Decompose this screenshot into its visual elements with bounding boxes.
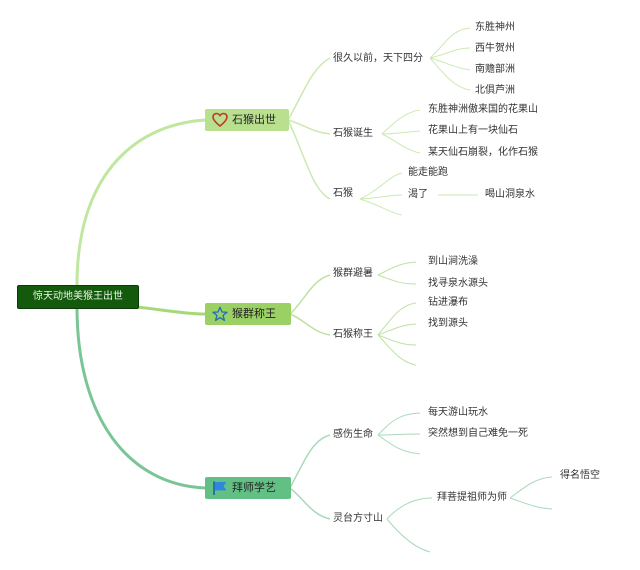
link-b3s1-l1: [377, 412, 421, 436]
branch-houqun-chengwang[interactable]: 猴群称王: [205, 303, 291, 325]
leaf-zhaoxun-yuantou[interactable]: 找寻泉水源头: [428, 278, 488, 289]
leaf-kele[interactable]: 渴了: [408, 189, 428, 200]
link-b3-gc2: [509, 497, 553, 510]
root-topic[interactable]: 惊天动地美猴王出世: [17, 285, 139, 309]
link-s3-l2: [359, 194, 403, 200]
link-b2s2-l1: [377, 302, 417, 336]
link-root-branch1: [75, 118, 206, 286]
link-s3-l1: [359, 172, 403, 200]
link-s1-l1: [429, 27, 471, 59]
link-b2s2-l4: [377, 334, 417, 366]
link-b1-sub1: [287, 57, 331, 121]
link-s2-l2: [381, 130, 421, 135]
link-b2-sub1: [289, 274, 331, 315]
link-b1-sub3: [287, 119, 331, 200]
link-b3-gc1: [509, 476, 553, 499]
subtopic-houqun-bishu[interactable]: 猴群避暑: [333, 268, 373, 279]
subtopic-shihou-chengwang[interactable]: 石猴称王: [333, 329, 373, 340]
leaf-xiniu[interactable]: 西牛贺州: [475, 43, 515, 54]
link-s2-l3: [381, 133, 421, 154]
link-b2s2-l2: [377, 323, 417, 336]
leaf-zuanjin-pubu[interactable]: 钻进瀑布: [428, 297, 468, 308]
leaf-xianshi[interactable]: 花果山上有一块仙石: [428, 125, 518, 136]
subtopic-shihou[interactable]: 石猴: [333, 188, 353, 199]
link-b2s1-l2: [377, 274, 417, 285]
link-s3-l3: [359, 198, 403, 216]
link-b3s1-l2: [377, 433, 421, 436]
leaf-bai-puti-zushi[interactable]: 拜菩提祖师为师: [437, 492, 507, 503]
link-s1-l2: [429, 47, 471, 59]
leaf-daoshanjian[interactable]: 到山涧洗澡: [428, 256, 478, 267]
link-s1-l4: [429, 57, 471, 91]
link-b2s1-l1: [377, 261, 417, 276]
link-s1-l3: [429, 57, 471, 71]
leaf-benglie[interactable]: 某天仙石崩裂，化作石猴: [428, 147, 538, 158]
link-b3-sub2: [289, 487, 331, 520]
heart-icon: [212, 112, 228, 128]
subtopic-shangan-shengming[interactable]: 感伤生命: [333, 429, 373, 440]
flag-icon: [213, 481, 227, 495]
branch-label: 拜师学艺: [232, 481, 276, 494]
leaf-beiju[interactable]: 北俱芦洲: [475, 85, 515, 96]
link-b1-sub2: [287, 119, 331, 135]
branch-label: 猴群称王: [232, 307, 276, 320]
link-s2-l1: [381, 109, 421, 135]
leaf-huaguoshan[interactable]: 东胜神洲傲来国的花果山: [428, 104, 538, 115]
link-b3-sub1: [289, 434, 331, 489]
subtopic-shihou-dansheng[interactable]: 石猴诞生: [333, 128, 373, 139]
subtopic-lingtai-fangcunshan[interactable]: 灵台方寸山: [333, 513, 383, 524]
link-b3s1-l3: [377, 434, 421, 455]
link-b2-sub2: [289, 313, 331, 336]
subtopic-tianxia-sifen[interactable]: 很久以前，天下四分: [333, 53, 423, 64]
branch-baishi-xueyi[interactable]: 拜师学艺: [205, 477, 291, 499]
branch-label: 石猴出世: [232, 113, 276, 126]
leaf-he-quanshui[interactable]: 喝山洞泉水: [485, 189, 535, 200]
link-root-branch2: [136, 305, 206, 316]
star-icon: [212, 306, 228, 322]
link-b2s2-l3: [377, 334, 417, 346]
branch-shihou-chushi[interactable]: 石猴出世: [205, 109, 289, 131]
leaf-zhaodao-yuantou[interactable]: 找到源头: [428, 318, 468, 329]
link-b3s2-l2: [386, 518, 431, 553]
leaf-youshan-wanshui[interactable]: 每天游山玩水: [428, 407, 488, 418]
leaf-deming-wukong[interactable]: 得名悟空: [560, 470, 600, 481]
leaf-dongsheng[interactable]: 东胜神州: [475, 22, 515, 33]
link-b3s2-l1: [386, 497, 433, 520]
leaf-nanmian-yisi[interactable]: 突然想到自己难免一死: [428, 428, 528, 439]
link-root-branch3: [75, 306, 206, 490]
leaf-nengzou[interactable]: 能走能跑: [408, 167, 448, 178]
leaf-nanshan[interactable]: 南赡部洲: [475, 64, 515, 75]
